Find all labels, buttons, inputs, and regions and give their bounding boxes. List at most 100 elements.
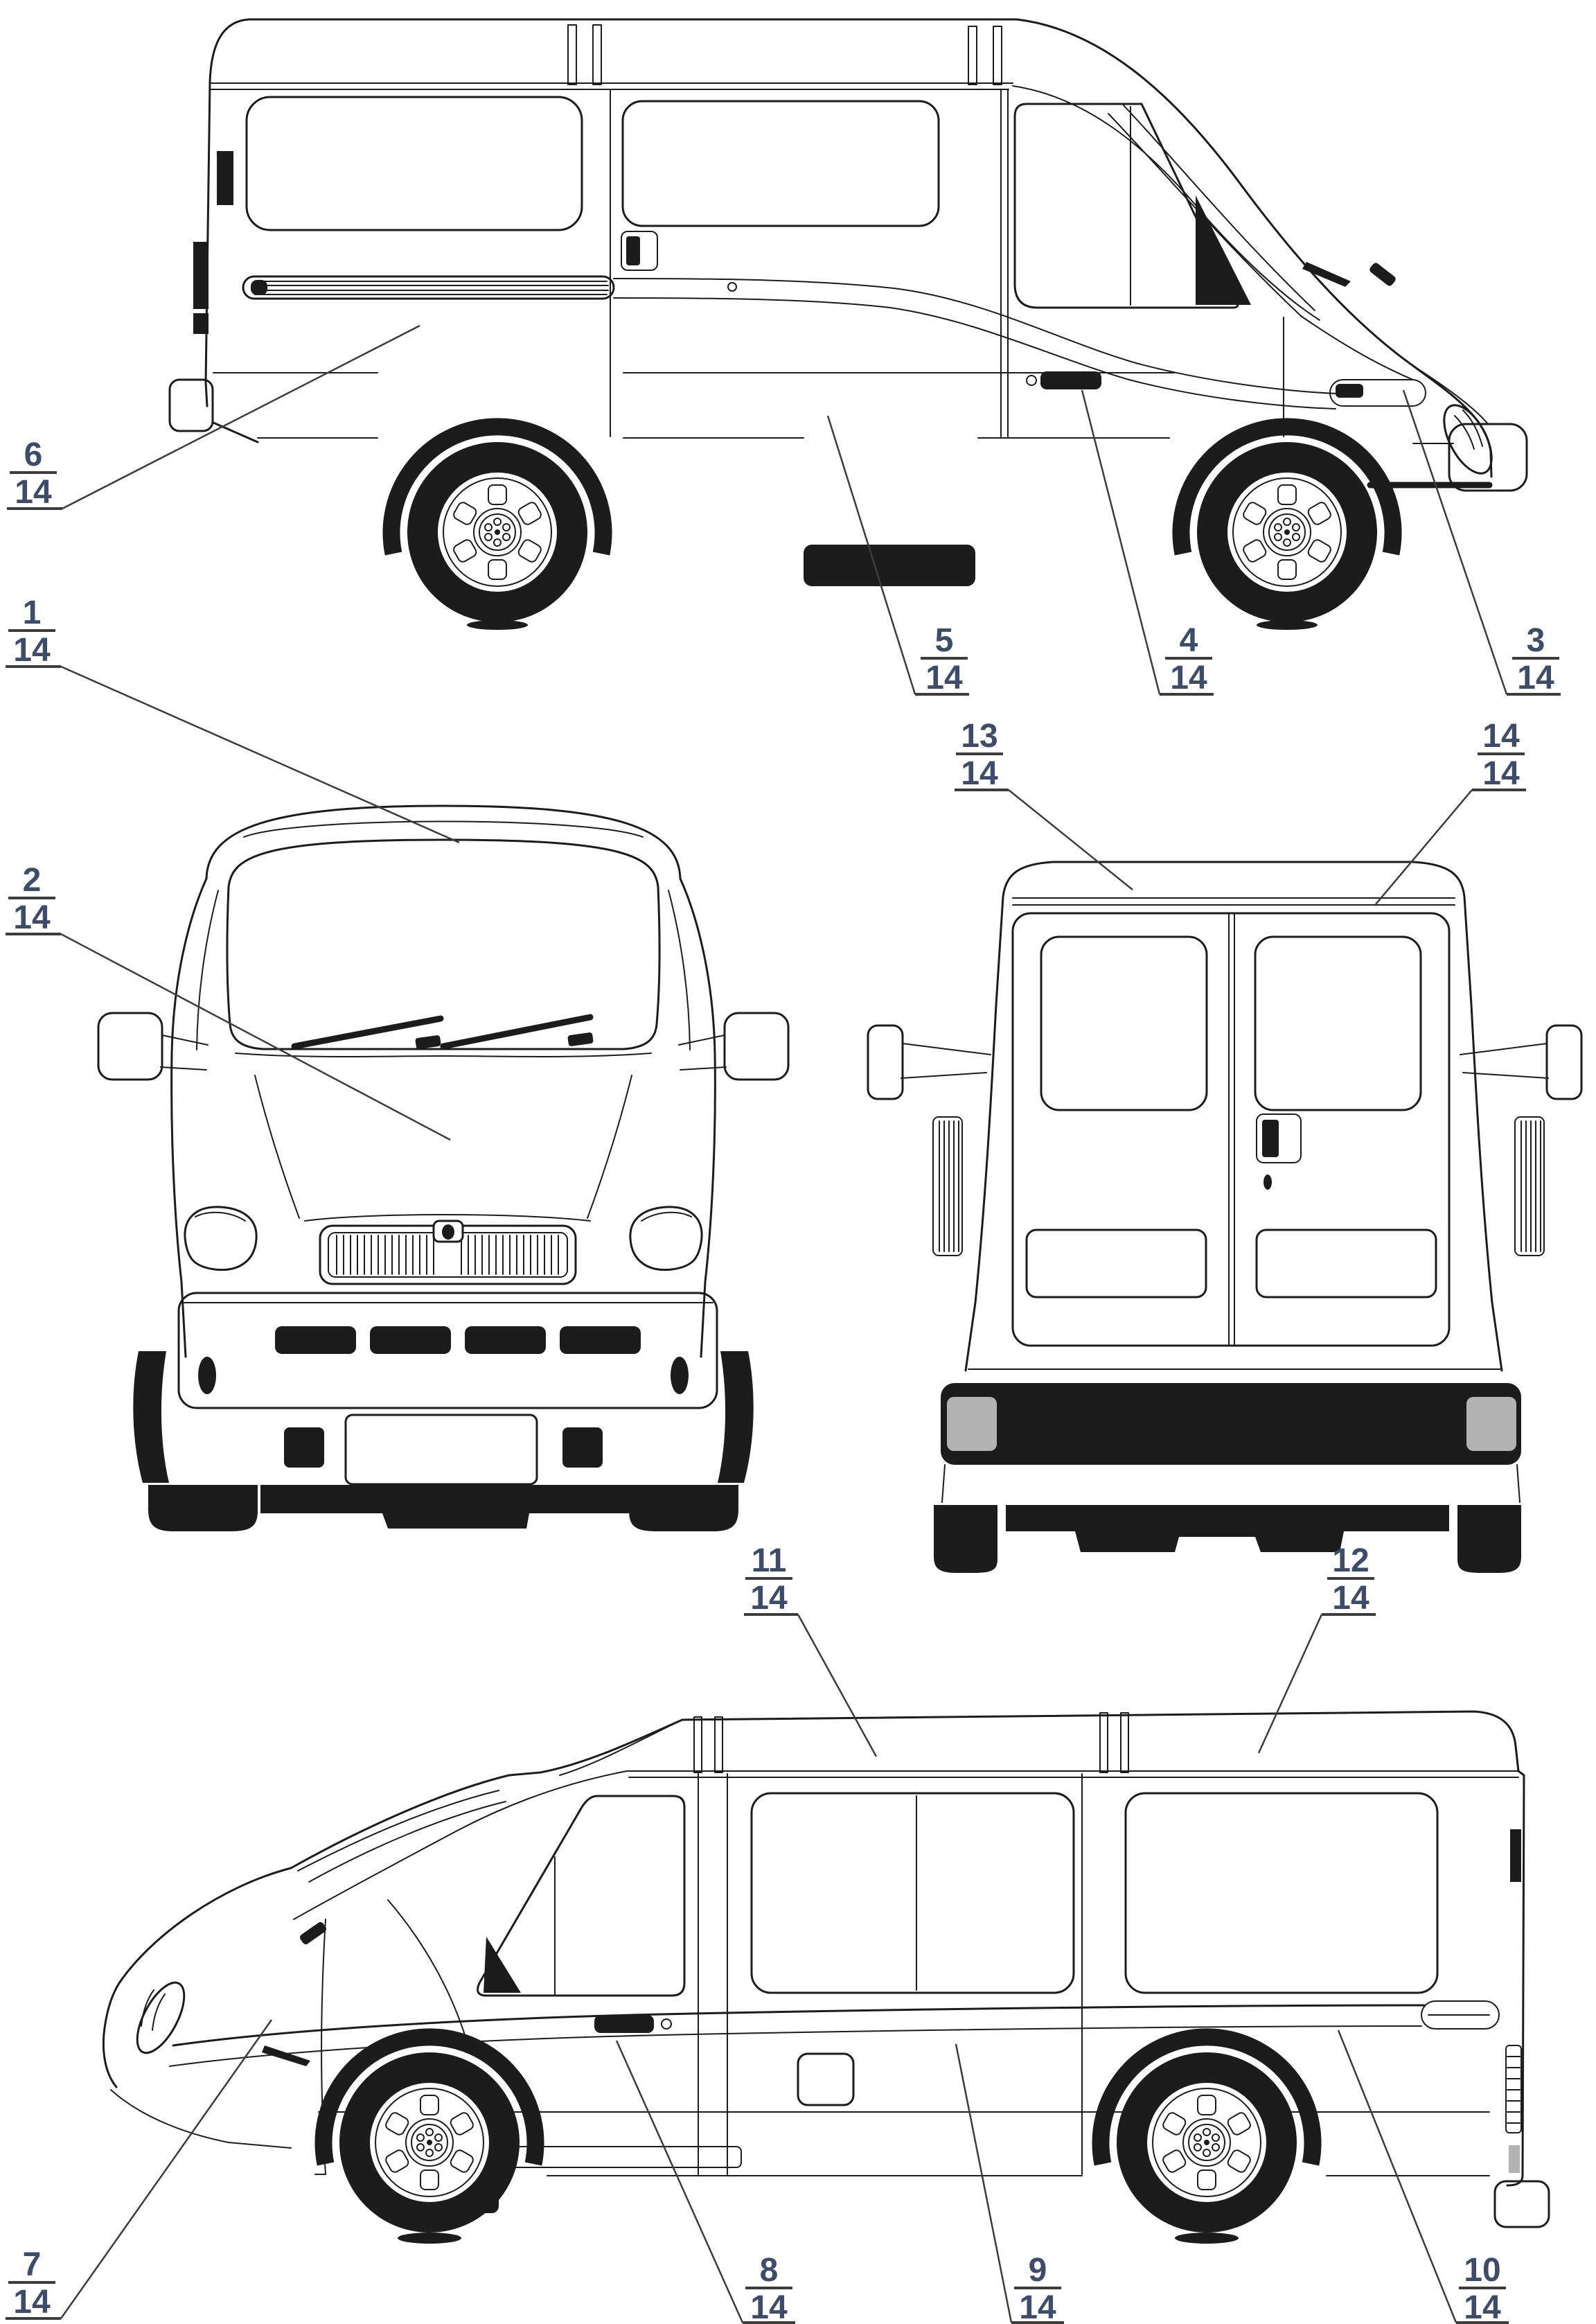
callout-denominator: 14 bbox=[1019, 2289, 1056, 2324]
right-lower-panel bbox=[1255, 1229, 1437, 1299]
leader-line bbox=[955, 2043, 1013, 2323]
front-wheel bbox=[1172, 418, 1402, 630]
leader-line bbox=[797, 1614, 878, 1757]
callout-numerator: 13 bbox=[961, 718, 998, 755]
callout-2-of-14: 214 bbox=[6, 862, 451, 1141]
left-door-window bbox=[1040, 935, 1208, 1111]
leader-line bbox=[1402, 389, 1508, 695]
fender-molding-cap bbox=[1329, 379, 1426, 407]
hood-front-edge bbox=[304, 1214, 591, 1222]
mirror-mark bbox=[1369, 263, 1396, 286]
left-marker-lamp bbox=[198, 1357, 216, 1394]
roof-drip-lines bbox=[1012, 897, 1455, 906]
callout-numerator: 4 bbox=[1180, 622, 1198, 659]
rear-bumper-cap bbox=[168, 378, 214, 432]
left-mirror bbox=[97, 1012, 209, 1081]
front-outline bbox=[170, 804, 716, 1358]
high-roof-seams bbox=[693, 1712, 1129, 1773]
body-outline bbox=[102, 1710, 1525, 2187]
rear-bumper-cap bbox=[1493, 2180, 1550, 2228]
leader-line bbox=[1257, 1614, 1323, 1754]
headlight bbox=[136, 1981, 186, 2054]
rear-lamp-lower bbox=[193, 313, 209, 334]
pillar-inner-lines bbox=[196, 890, 691, 1050]
grille bbox=[319, 1220, 577, 1285]
rear-lamp-upper bbox=[193, 242, 209, 309]
wiper bbox=[1302, 262, 1351, 287]
callout-numerator: 5 bbox=[935, 622, 954, 659]
cowl-line bbox=[1300, 315, 1489, 425]
callout-numerator: 6 bbox=[24, 437, 43, 473]
rear-edge-handle bbox=[1510, 1829, 1521, 1882]
rear-doors bbox=[1011, 912, 1451, 1347]
leader-line bbox=[1375, 789, 1473, 905]
high-roof-front-edge bbox=[559, 1719, 683, 1776]
callout-3-of-14: 314 bbox=[1402, 389, 1561, 696]
front-door-handle bbox=[594, 2015, 672, 2033]
front-bumper bbox=[177, 1292, 718, 1409]
door-gaps bbox=[321, 1773, 1083, 2175]
door-gaps bbox=[610, 89, 1284, 437]
license-plate bbox=[344, 1414, 538, 1486]
side-view-right bbox=[168, 18, 1528, 630]
leader-line bbox=[1008, 789, 1133, 890]
leader-line bbox=[826, 415, 916, 695]
side-stripe-molding bbox=[242, 275, 1338, 410]
headlight bbox=[1443, 404, 1493, 475]
right-mirror bbox=[678, 1012, 790, 1081]
callout-8-of-14: 814 bbox=[615, 2040, 795, 2324]
wipers bbox=[291, 1014, 594, 1050]
callout-numerator: 9 bbox=[1029, 2252, 1047, 2289]
right-rear-tire bbox=[1457, 1505, 1521, 1573]
callout-6-of-14: 614 bbox=[7, 324, 420, 511]
right-fog-lamp bbox=[562, 1427, 603, 1468]
leader-line bbox=[60, 2019, 273, 2319]
callout-4-of-14: 414 bbox=[1081, 389, 1214, 696]
door-split bbox=[1228, 913, 1235, 1346]
callout-denominator: 14 bbox=[925, 660, 963, 696]
rear-hinge bbox=[217, 151, 233, 205]
rear-side-window bbox=[245, 96, 583, 231]
right-tail-lamp bbox=[1514, 1116, 1545, 1256]
quarter-vent-black bbox=[484, 1937, 521, 1993]
front-wheel bbox=[314, 2028, 544, 2244]
side-view-left-high-roof bbox=[102, 1710, 1550, 2244]
callout-denominator: 14 bbox=[1482, 755, 1520, 792]
door-sill-strip bbox=[484, 2146, 742, 2168]
valance bbox=[284, 1414, 603, 1486]
side-molding bbox=[169, 2000, 1500, 2067]
roof-band bbox=[243, 820, 644, 838]
rear-view bbox=[867, 861, 1583, 1573]
callout-denominator: 14 bbox=[1517, 660, 1554, 696]
rear-door-handle bbox=[1256, 1113, 1302, 1190]
quarter-vent-black bbox=[1196, 195, 1251, 305]
callout-denominator: 14 bbox=[750, 1580, 788, 1617]
rear-reflector bbox=[1509, 2145, 1520, 2173]
callout-denominator: 14 bbox=[13, 2284, 51, 2321]
callout-numerator: 14 bbox=[1482, 718, 1520, 755]
right-mirror bbox=[1460, 1024, 1583, 1100]
cowl-wave bbox=[235, 1053, 652, 1057]
keyhole bbox=[1264, 1174, 1272, 1190]
rear-bumper bbox=[941, 1383, 1521, 1465]
leader-line bbox=[60, 933, 451, 1141]
sliding-door-window bbox=[750, 1792, 1075, 1994]
left-lower-panel bbox=[1025, 1229, 1207, 1299]
front-bumper bbox=[1448, 423, 1528, 492]
body-outline bbox=[204, 18, 1493, 478]
roof-gutter bbox=[209, 82, 1320, 321]
right-marker-lamp bbox=[671, 1357, 689, 1394]
front-door-window bbox=[1013, 103, 1239, 309]
right-door-window bbox=[1254, 935, 1422, 1111]
grille-emblem bbox=[432, 1220, 464, 1243]
right-front-tire bbox=[629, 1485, 738, 1531]
side-skirts bbox=[941, 1464, 1520, 1503]
a-pillar-band bbox=[297, 1790, 506, 1883]
fuel-door bbox=[797, 2052, 855, 2106]
leader-line bbox=[615, 2040, 744, 2323]
rear-side-lamp bbox=[1505, 2045, 1522, 2133]
callout-denominator: 14 bbox=[1332, 1580, 1369, 1617]
front-view bbox=[97, 804, 790, 1531]
